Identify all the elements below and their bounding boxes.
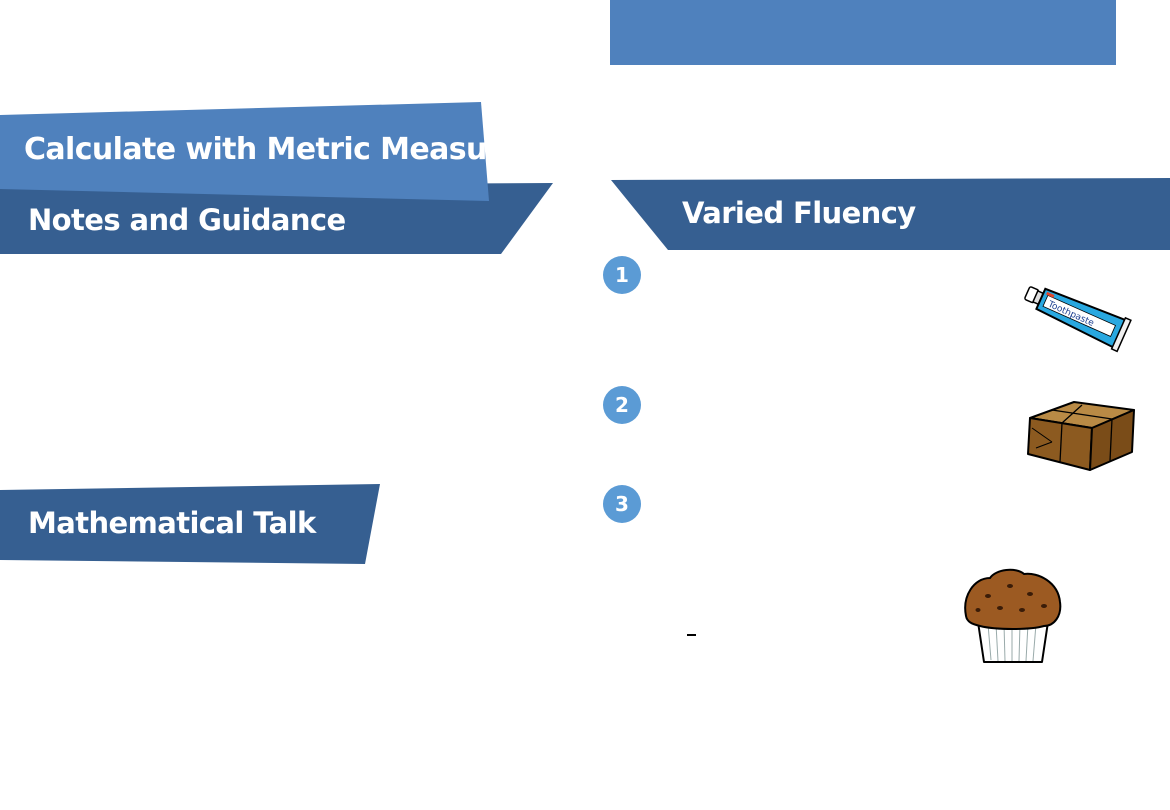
question-number-1: 1 — [603, 256, 641, 294]
muffin-icon — [964, 568, 1062, 663]
page-title: Calculate with Metric Measures — [24, 132, 539, 167]
fluency-banner-shape — [611, 178, 1170, 250]
parcel-box-icon — [1027, 401, 1135, 471]
talk-banner-shape — [0, 484, 380, 564]
mathematical-talk-heading: Mathematical Talk — [28, 506, 316, 540]
question-number-2: 2 — [603, 386, 641, 424]
toothpaste-icon: Toothpaste — [1024, 286, 1132, 353]
blank-underscore — [687, 634, 696, 636]
varied-fluency-heading: Varied Fluency — [682, 196, 916, 230]
title-banner-shape — [0, 102, 489, 201]
notes-banner-shape — [0, 183, 553, 254]
notes-and-guidance-heading: Notes and Guidance — [28, 203, 346, 237]
question-number-3: 3 — [603, 485, 641, 523]
top-header-bar — [610, 0, 1116, 65]
